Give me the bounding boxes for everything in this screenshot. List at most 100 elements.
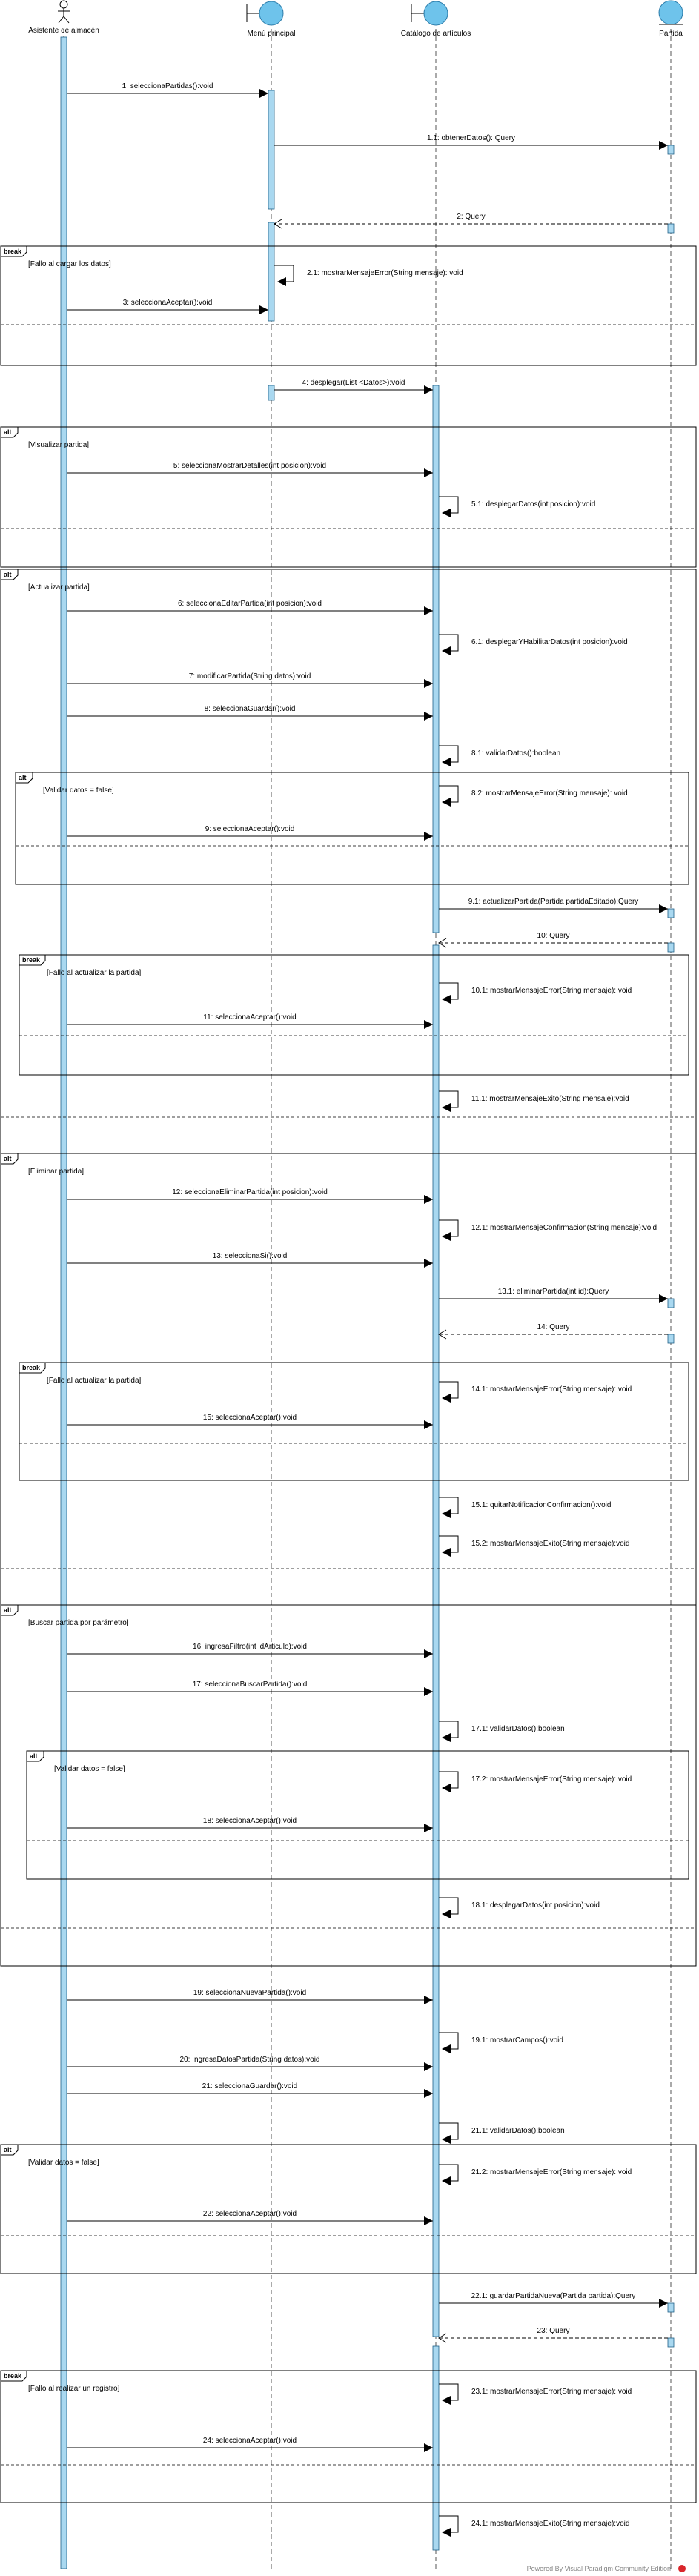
self-message: 2.1: mostrarMensajeError(String mensaje)… xyxy=(274,265,463,286)
call-message: 21: seleccionaGuardar():void xyxy=(67,2082,433,2098)
self-message: 23.1: mostrarMensajeError(String mensaje… xyxy=(439,2383,632,2405)
arrowhead xyxy=(442,2135,451,2144)
fragment-kind: break xyxy=(4,248,22,255)
message-label: 13.1: eliminarPartida(int id):Query xyxy=(498,1288,609,1296)
arrowhead xyxy=(424,1020,433,1029)
message-label: 13: seleccionaSi():void xyxy=(213,1252,288,1260)
call-message: 17: seleccionaBuscarPartida():void xyxy=(67,1681,433,1696)
message-label: 10.1: mostrarMensajeError(String mensaje… xyxy=(471,987,632,995)
message-label: 11.1: mostrarMensajeExito(String mensaje… xyxy=(471,1095,629,1103)
arrowhead xyxy=(424,1824,433,1832)
fragment-guard: [Fallo al actualizar la partida] xyxy=(47,1377,142,1385)
combined-fragment-alt: alt[Buscar partida por parámetro] xyxy=(0,1604,697,1967)
arrowhead xyxy=(442,509,451,517)
message-label: 21: seleccionaGuardar():void xyxy=(202,2082,297,2090)
activation-bar xyxy=(60,36,67,2569)
message-label: 23.1: mostrarMensajeError(String mensaje… xyxy=(471,2388,632,2396)
reply-message: 14: Query xyxy=(438,1323,668,1340)
fragment-tab xyxy=(0,1604,19,1616)
message-label: 18: seleccionaAceptar():void xyxy=(203,1817,297,1825)
message-label: 17: seleccionaBuscarPartida():void xyxy=(193,1681,308,1689)
arrowhead xyxy=(442,995,451,1004)
combined-fragment-alt: alt[Validar datos = false] xyxy=(0,2144,697,2274)
activation-bar xyxy=(667,1334,675,1344)
self-message: 11.1: mostrarMensajeExito(String mensaje… xyxy=(439,1090,629,1112)
call-message: 13: seleccionaSi():void xyxy=(67,1252,433,1268)
fragment-guard: [Eliminar partida] xyxy=(28,1168,84,1176)
fragment-kind: alt xyxy=(4,2146,12,2153)
fragment-guard: [Fallo al actualizar la partida] xyxy=(47,969,142,977)
fragment-tab xyxy=(0,1153,19,1165)
message-label: 17.1: validarDatos():boolean xyxy=(471,1725,565,1733)
call-message: 7: modificarPartida(String datos):void xyxy=(67,672,433,688)
arrowhead xyxy=(424,606,433,615)
call-message: 18: seleccionaAceptar():void xyxy=(67,1817,433,1832)
fragment-kind: break xyxy=(22,956,41,964)
arrowhead xyxy=(442,1910,451,1918)
combined-fragment-alt: alt[Validar datos = false] xyxy=(26,1750,689,1880)
call-message: 1: seleccionaPartidas():void xyxy=(67,82,268,98)
self-message: 17.2: mostrarMensajeError(String mensaje… xyxy=(439,1771,632,1792)
message-label: 21.1: validarDatos():boolean xyxy=(471,2127,565,2135)
message-label: 17.2: mostrarMensajeError(String mensaje… xyxy=(471,1775,632,1784)
arrowhead xyxy=(424,712,433,721)
lifeline-entity xyxy=(658,0,683,2572)
combined-fragment-break: break[Fallo al actualizar la partida] xyxy=(19,1362,689,1481)
fragment-tab xyxy=(19,1362,46,1374)
message-label: 5.1: desplegarDatos(int posicion):void xyxy=(471,500,595,509)
arrowhead xyxy=(438,2333,447,2343)
message-label: 8.1: validarDatos():boolean xyxy=(471,749,560,758)
arrowhead xyxy=(424,1649,433,1658)
reply-message: 10: Query xyxy=(438,932,668,948)
participant-name: Catálogo de artículos xyxy=(401,30,471,38)
message-label: 5: seleccionaMostrarDetalles(int posicio… xyxy=(173,462,326,470)
combined-fragment-break: break[Fallo al realizar un registro] xyxy=(0,2370,697,2503)
actor-icon xyxy=(58,0,70,24)
activation-bar xyxy=(667,223,675,234)
message-label: 14: Query xyxy=(537,1323,570,1331)
message-label: 1.1: obtenerDatos(): Query xyxy=(427,134,515,142)
combined-fragment-alt: alt [Validar datos = false] xyxy=(15,772,689,885)
message-label: 22: seleccionaAceptar():void xyxy=(203,2210,297,2218)
arrowhead xyxy=(442,1103,451,1112)
arrowhead xyxy=(659,1294,668,1303)
message-label: 2: Query xyxy=(457,213,485,221)
arrowhead xyxy=(442,798,451,807)
activation-bar xyxy=(667,2337,675,2348)
fragment-guard: [Validar datos = false] xyxy=(43,787,114,795)
self-message: 10.1: mostrarMensajeError(String mensaje… xyxy=(439,982,632,1004)
self-message: 5.1: desplegarDatos(int posicion):void xyxy=(439,496,595,517)
message-label: 21.2: mostrarMensajeError(String mensaje… xyxy=(471,2168,632,2176)
message-label: 11: seleccionaAceptar():void xyxy=(203,1013,296,1022)
fragment-kind: break xyxy=(4,2372,22,2380)
self-message: 19.1: mostrarCampos():void xyxy=(439,2032,563,2053)
call-message: 1.1: obtenerDatos(): Query xyxy=(274,134,668,150)
fragment-kind: alt xyxy=(19,774,27,781)
self-message: 15.1: quitarNotificacionConfirmacion():v… xyxy=(439,1497,611,1518)
call-message: 9: seleccionaAceptar():void xyxy=(67,825,433,841)
call-message: 12: seleccionaEliminarPartida(int posici… xyxy=(67,1188,433,1204)
arrowhead xyxy=(424,385,433,394)
message-label: 15: seleccionaAceptar():void xyxy=(203,1414,297,1422)
activation-bar xyxy=(268,222,275,322)
combined-fragment-alt: alt[Actualizar partida] xyxy=(0,569,697,1154)
message-label: 2.1: mostrarMensajeError(String mensaje)… xyxy=(307,269,463,277)
message-label: 4: desplegar(List <Datos>):void xyxy=(302,379,405,387)
vendor-logo-icon xyxy=(678,2565,686,2572)
arrowhead xyxy=(438,1329,447,1340)
activation-bar xyxy=(667,1298,675,1308)
message-label: 8.2: mostrarMensajeError(String mensaje)… xyxy=(471,789,628,798)
message-label: 9: seleccionaAceptar():void xyxy=(205,825,295,833)
fragment-guard: [Validar datos = false] xyxy=(54,1765,125,1773)
activation-bar xyxy=(268,385,275,401)
message-label: 18.1: desplegarDatos(int posicion):void xyxy=(471,1901,600,1910)
combined-fragment-break: break [Fallo al actualizar la partida] xyxy=(19,954,689,1076)
self-message: 21.1: validarDatos():boolean xyxy=(439,2122,565,2144)
arrowhead xyxy=(442,1784,451,1792)
fragment-tab xyxy=(26,1750,44,1762)
activation-bar xyxy=(432,2345,440,2551)
message-label: 9.1: actualizarPartida(Partida partidaEd… xyxy=(468,898,639,906)
call-message: 4: desplegar(List <Datos>):void xyxy=(274,379,433,394)
participant-name: Asistente de almacén xyxy=(28,27,99,35)
